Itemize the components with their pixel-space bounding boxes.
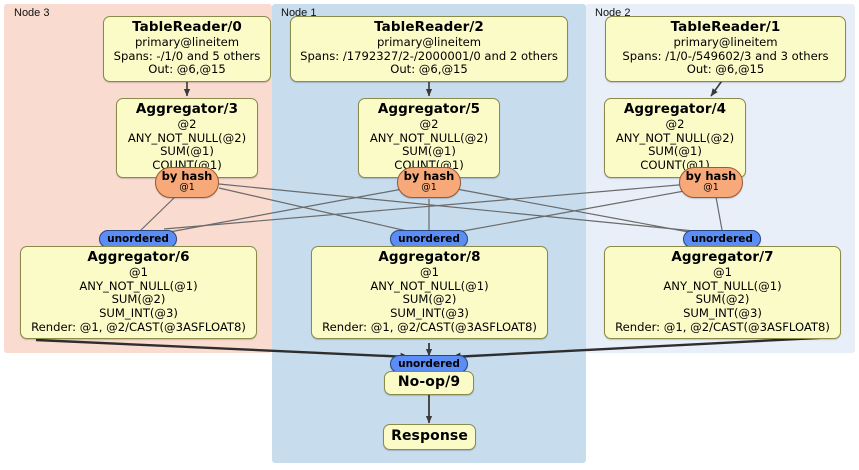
synchronizer-label: unordered — [398, 357, 460, 370]
box-title: Aggregator/8 — [378, 249, 481, 265]
box-line: SUM(@1) — [160, 144, 214, 159]
box-title: Response — [391, 428, 468, 444]
box-line: Render: @1, @2/CAST(@3ASFLOAT8) — [31, 319, 246, 334]
router-label: by hash — [403, 169, 455, 183]
processor-response[interactable]: Response — [383, 424, 476, 450]
box-line: ANY_NOT_NULL(@1) — [79, 278, 198, 293]
box-title: Aggregator/4 — [623, 101, 727, 117]
box-line: Out: @6,@15 — [390, 62, 468, 77]
box-line: SUM(@2) — [111, 292, 166, 307]
box-line: Render: @1, @2/CAST(@3ASFLOAT8) — [615, 319, 830, 334]
processor-aggregator-4[interactable]: Aggregator/4 @2 ANY_NOT_NULL(@2) SUM(@1)… — [604, 98, 746, 178]
box-line: SUM(@2) — [402, 292, 457, 307]
processor-aggregator-6[interactable]: Aggregator/6 @1 ANY_NOT_NULL(@1) SUM(@2)… — [20, 246, 257, 340]
box-line: Spans: /1/0-/549602/3 and 3 others — [622, 48, 829, 63]
router-sublabel: @1 — [703, 181, 719, 193]
router-by-hash-right[interactable]: by hash @1 — [679, 167, 743, 198]
box-line: primary@lineitem — [134, 34, 240, 49]
region-label-node-3: Node 3 — [14, 7, 50, 19]
box-title: TableReader/2 — [374, 19, 484, 35]
processor-table-reader-1[interactable]: TableReader/1 primary@lineitem Spans: /1… — [605, 16, 846, 82]
box-title: Aggregator/3 — [135, 101, 239, 117]
box-title: Aggregator/7 — [671, 249, 774, 265]
box-title: No-op/9 — [397, 374, 461, 390]
box-line: Out: @6,@15 — [148, 62, 226, 77]
router-by-hash-center[interactable]: by hash @1 — [397, 167, 461, 198]
box-line: @1 — [420, 264, 439, 279]
box-line: @2 — [177, 116, 197, 131]
box-line: SUM(@2) — [695, 292, 750, 307]
box-line: @1 — [713, 264, 732, 279]
box-line: SUM_INT(@3) — [390, 305, 469, 320]
box-title: TableReader/0 — [132, 19, 242, 35]
synchronizer-unordered-right[interactable]: unordered — [683, 230, 761, 248]
box-line: primary@lineitem — [673, 34, 778, 49]
box-line: SUM(@1) — [648, 144, 702, 159]
box-line: SUM_INT(@3) — [99, 305, 178, 320]
box-title: TableReader/1 — [670, 19, 781, 35]
box-line: Spans: /1792327/2-/2000001/0 and 2 other… — [300, 48, 558, 63]
processor-aggregator-5[interactable]: Aggregator/5 @2 ANY_NOT_NULL(@2) SUM(@1)… — [358, 98, 500, 178]
box-line: Render: @1, @2/CAST(@3ASFLOAT8) — [322, 319, 537, 334]
box-line: ANY_NOT_NULL(@2) — [615, 130, 735, 145]
router-by-hash-left[interactable]: by hash @1 — [155, 167, 219, 198]
synchronizer-label: unordered — [398, 232, 460, 245]
processor-aggregator-7[interactable]: Aggregator/7 @1 ANY_NOT_NULL(@1) SUM(@2)… — [604, 246, 841, 340]
box-line: ANY_NOT_NULL(@2) — [369, 130, 489, 145]
box-line: SUM(@1) — [402, 144, 456, 159]
synchronizer-label: unordered — [107, 232, 169, 245]
processor-table-reader-0[interactable]: TableReader/0 primary@lineitem Spans: -/… — [103, 16, 271, 82]
box-title: Aggregator/5 — [377, 101, 481, 117]
box-line: Out: @6,@15 — [686, 62, 765, 77]
processor-aggregator-8[interactable]: Aggregator/8 @1 ANY_NOT_NULL(@1) SUM(@2)… — [311, 246, 548, 340]
box-line: Spans: -/1/0 and 5 others — [113, 48, 261, 63]
processor-table-reader-2[interactable]: TableReader/2 primary@lineitem Spans: /1… — [290, 16, 568, 82]
box-line: primary@lineitem — [376, 34, 482, 49]
processor-aggregator-3[interactable]: Aggregator/3 @2 ANY_NOT_NULL(@2) SUM(@1)… — [116, 98, 258, 178]
box-line: @2 — [665, 116, 685, 131]
box-title: Aggregator/6 — [87, 249, 190, 265]
router-label: by hash — [161, 169, 213, 183]
router-sublabel: @1 — [179, 181, 195, 193]
box-line: @1 — [129, 264, 148, 279]
box-line: SUM_INT(@3) — [683, 305, 762, 320]
router-sublabel: @1 — [421, 181, 437, 193]
box-line: ANY_NOT_NULL(@2) — [127, 130, 247, 145]
box-line: ANY_NOT_NULL(@1) — [370, 278, 489, 293]
processor-no-op-9[interactable]: No-op/9 — [384, 371, 474, 395]
router-label: by hash — [685, 169, 737, 183]
synchronizer-label: unordered — [691, 232, 753, 245]
box-line: ANY_NOT_NULL(@1) — [663, 278, 782, 293]
box-line: @2 — [419, 116, 439, 131]
